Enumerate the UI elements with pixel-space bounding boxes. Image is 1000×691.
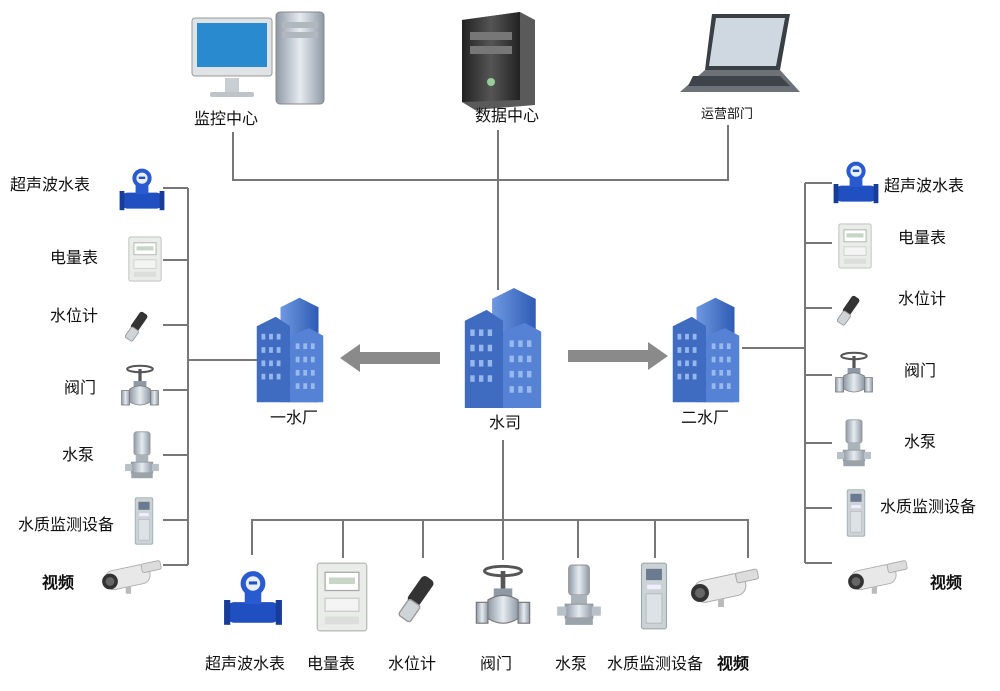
arrow-to-plant-two	[568, 342, 668, 370]
right-valve-icon	[834, 351, 874, 394]
bottom-water-quality-label: 水质监测设备	[606, 654, 704, 673]
monitor-center-icon	[191, 11, 325, 105]
bottom-bus-line	[251, 519, 749, 558]
right-pump-label: 水泵	[904, 432, 937, 451]
right-pump-icon	[836, 419, 872, 467]
left-water-quality-label: 水质监测设备	[18, 515, 115, 534]
bottom-pump-label: 水泵	[554, 654, 588, 673]
connection-lines	[163, 125, 832, 566]
right-valve-label: 阀门	[904, 361, 937, 380]
plant-one-building-icon	[256, 297, 324, 403]
left-video-label: 视频	[42, 573, 75, 592]
left-level-gauge-icon	[124, 310, 149, 343]
water-company-label: 水司	[488, 413, 522, 432]
bottom-pump-icon	[556, 564, 602, 626]
right-camera-icon	[847, 560, 908, 595]
left-pump-label: 水泵	[62, 445, 95, 464]
right-water-quality-label: 水质监测设备	[880, 497, 977, 516]
plant-two-building-icon	[672, 297, 740, 403]
data-center-label: 数据中心	[474, 106, 540, 125]
bottom-power-meter-label: 电量表	[306, 654, 356, 673]
left-water-quality-icon	[134, 497, 154, 545]
data-center-server-icon	[462, 12, 535, 110]
left-ultrasonic-meter-label: 超声波水表	[10, 175, 91, 194]
water-company-building-icon	[464, 288, 542, 408]
operations-laptop-icon	[680, 14, 800, 92]
right-ultrasonic-meter-icon	[833, 161, 879, 204]
bottom-level-gauge-icon	[397, 573, 436, 624]
bottom-power-meter-icon	[316, 562, 368, 632]
right-level-gauge-label: 水位计	[898, 289, 947, 308]
left-pump-icon	[124, 431, 160, 479]
right-power-meter-label: 电量表	[898, 228, 947, 247]
right-video-label: 视频	[930, 573, 963, 592]
left-power-meter-icon	[128, 236, 162, 282]
bottom-ultrasonic-meter-icon	[224, 571, 282, 625]
monitor-center-label: 监控中心	[193, 109, 259, 128]
right-power-meter-icon	[838, 223, 872, 269]
left-valve-icon	[120, 364, 160, 407]
right-ultrasonic-meter-label: 超声波水表	[884, 176, 965, 195]
bottom-valve-label: 阀门	[479, 654, 513, 673]
arrow-to-plant-one	[340, 344, 440, 372]
operations-dept-label: 运营部门	[700, 107, 754, 122]
left-camera-icon	[101, 560, 162, 595]
bottom-level-gauge-label: 水位计	[387, 654, 437, 673]
bottom-camera-icon	[690, 568, 760, 608]
bottom-valve-icon	[474, 564, 532, 625]
right-water-quality-icon	[846, 489, 866, 537]
left-ultrasonic-meter-icon	[119, 168, 165, 211]
plant-one-label: 一水厂	[269, 408, 319, 427]
bottom-water-quality-icon	[640, 562, 668, 630]
bottom-ultrasonic-meter-label: 超声波水表	[204, 654, 286, 673]
left-level-gauge-label: 水位计	[50, 306, 99, 325]
plant-two-label: 二水厂	[680, 408, 730, 427]
left-valve-label: 阀门	[64, 378, 97, 397]
right-level-gauge-icon	[836, 294, 861, 327]
left-power-meter-label: 电量表	[50, 248, 99, 267]
bottom-video-label: 视频	[716, 654, 750, 673]
top-bus-line	[232, 125, 729, 181]
